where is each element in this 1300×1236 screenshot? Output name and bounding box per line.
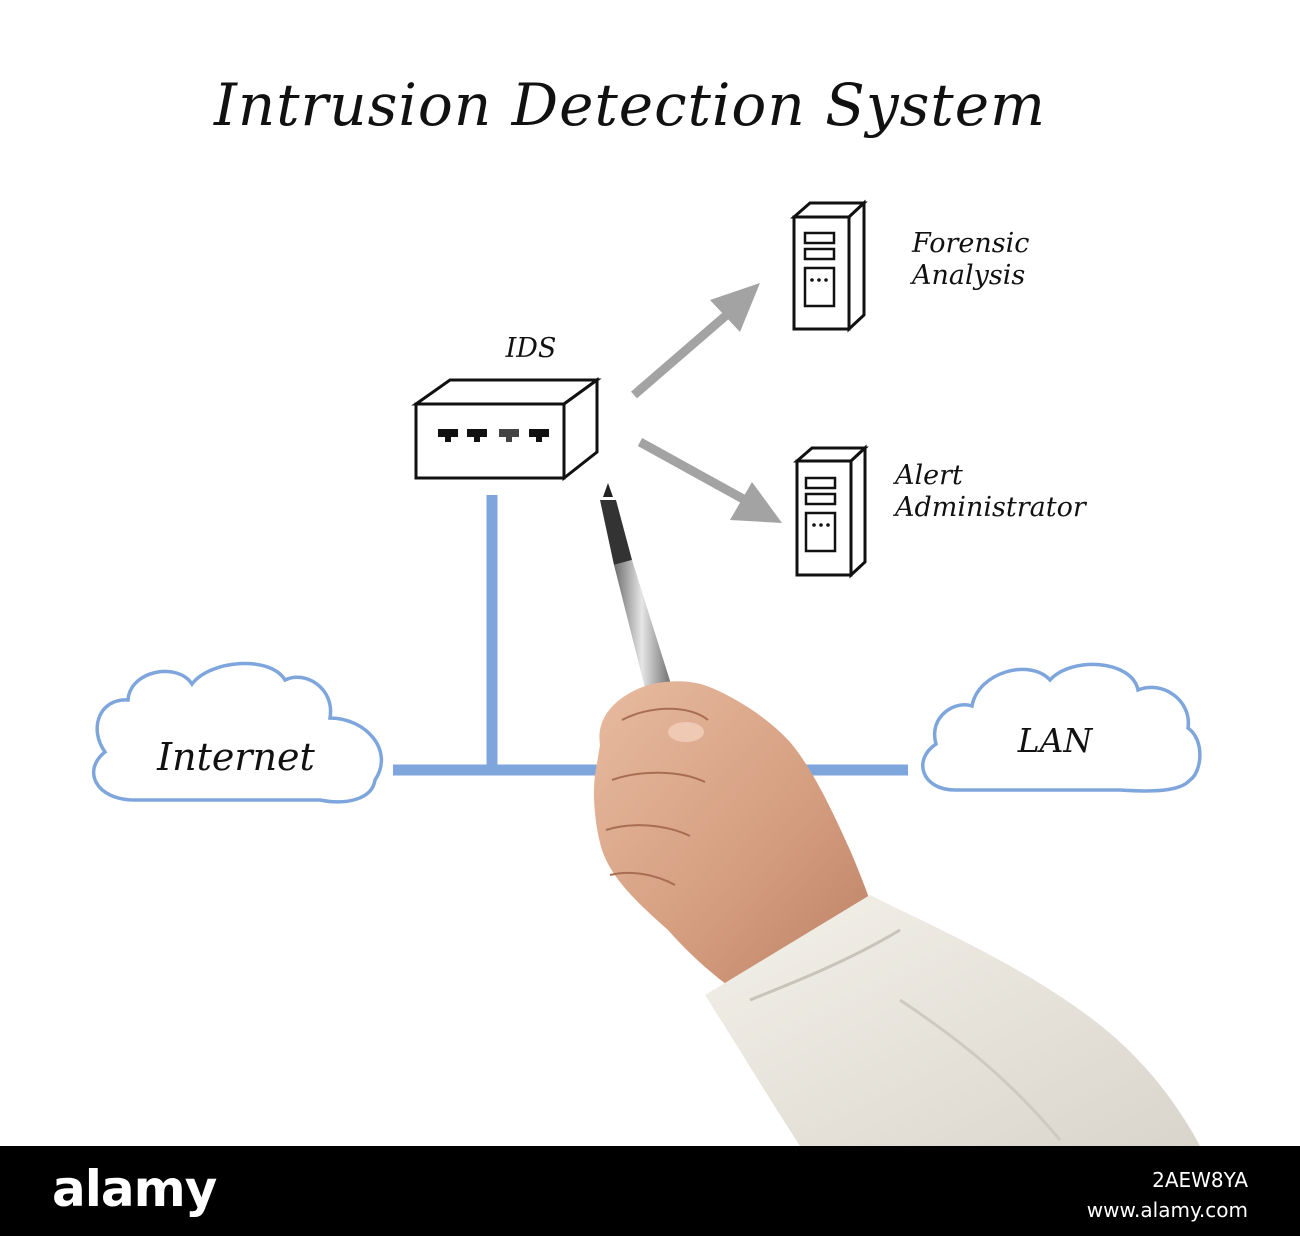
diagram-title: Intrusion Detection System xyxy=(213,71,1046,139)
alert-label-line2: Administrator xyxy=(892,492,1088,523)
lan-label: LAN xyxy=(1017,721,1094,760)
forensic-label-line1: Forensic xyxy=(911,228,1029,259)
watermark-bar xyxy=(0,1146,1300,1236)
hand-holding-pen xyxy=(593,681,880,995)
internet-cloud-icon xyxy=(92,661,383,804)
forensic-server-dots xyxy=(810,278,828,282)
ids-ports xyxy=(438,429,549,442)
lan-cloud-icon xyxy=(921,662,1202,793)
watermark-image-id: 2AEW8YA xyxy=(1152,1168,1248,1192)
ids-label: IDS xyxy=(505,333,557,364)
ids-switch-icon xyxy=(411,377,602,482)
watermark-url: www.alamy.com xyxy=(1086,1198,1248,1222)
alert-label-line1: Alert xyxy=(892,460,963,491)
internet-label: Internet xyxy=(156,735,315,779)
pen xyxy=(600,483,676,708)
alert-server-icon xyxy=(792,444,869,579)
arrow-to-forensic xyxy=(631,283,760,399)
watermark-logo: alamy xyxy=(52,1160,217,1218)
alert-server-dots xyxy=(812,523,830,527)
forensic-server-icon xyxy=(790,199,868,333)
shirt-sleeve xyxy=(705,895,1200,1146)
arrow-to-alert xyxy=(637,438,782,523)
forensic-label-line2: Analysis xyxy=(909,260,1025,291)
